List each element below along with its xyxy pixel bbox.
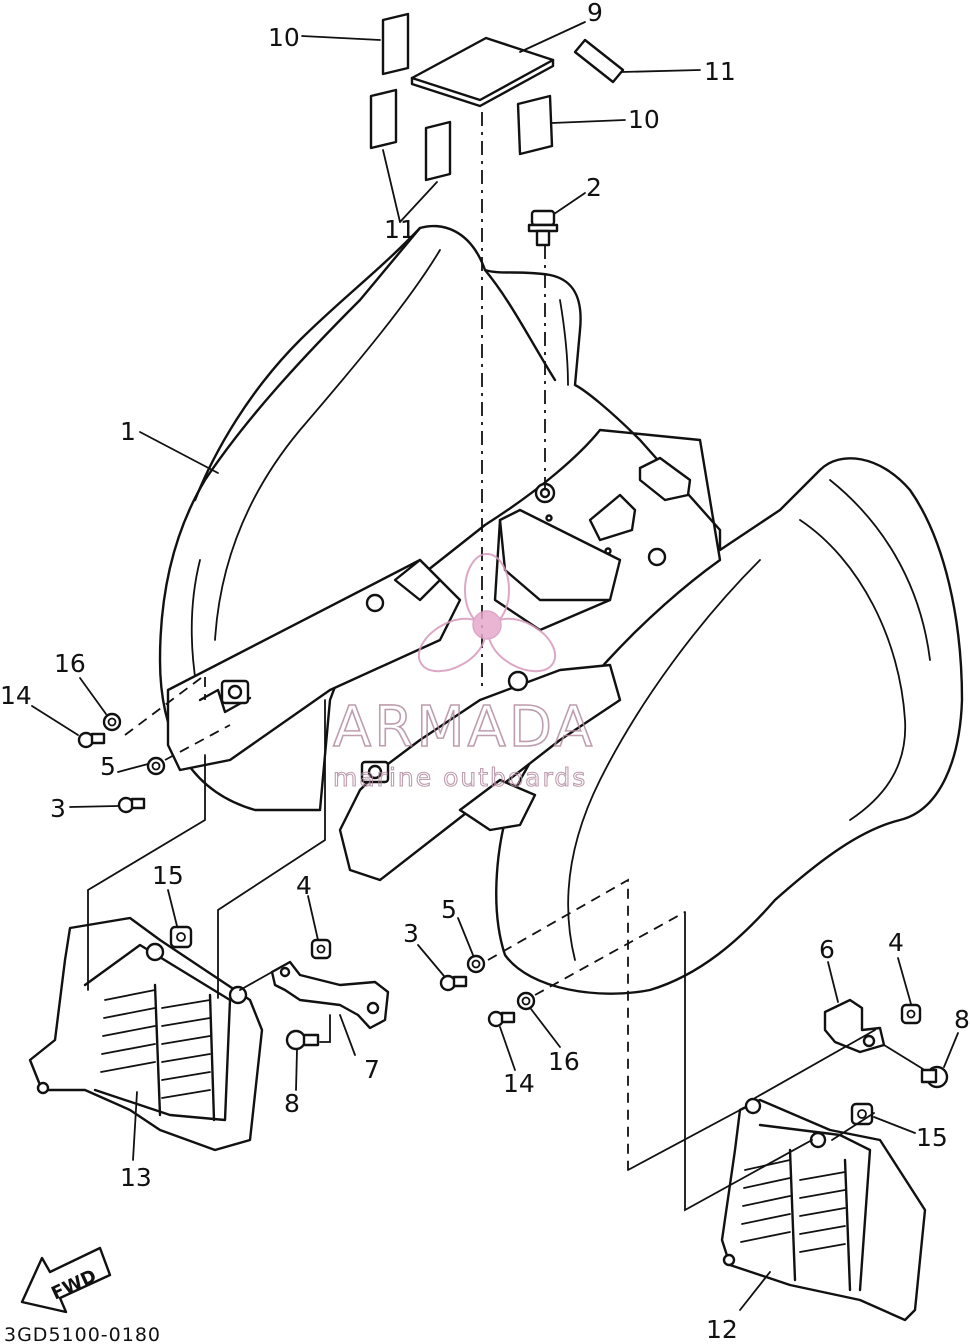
part-11-pad-topright <box>573 38 625 84</box>
part-11-pad-left-a <box>369 88 398 150</box>
callout-16-right: 16 <box>548 1047 580 1076</box>
callout-11-left: 11 <box>384 215 416 244</box>
part-10-pad-left <box>381 12 410 76</box>
leader-lines <box>31 21 959 1311</box>
louvers-right <box>740 1148 852 1292</box>
part-3-screw-right <box>439 974 468 992</box>
callout-14-left: 14 <box>0 681 32 710</box>
callout-10-right: 10 <box>628 105 660 134</box>
watermark-brand: ARMADA <box>333 695 595 760</box>
part-5-washer-left <box>146 756 166 776</box>
callout-6: 6 <box>819 935 835 964</box>
part-15-nut-left <box>169 925 193 949</box>
callout-1: 1 <box>120 417 136 446</box>
callout-3-left: 3 <box>50 794 66 823</box>
watermark-tagline: marine outboards <box>333 763 587 792</box>
part-14-screw-left <box>77 731 106 749</box>
callout-15-left: 15 <box>152 861 184 890</box>
part-code: 3GD5100-0180 <box>4 1324 161 1344</box>
part-8-bolt-right <box>920 1065 949 1089</box>
callout-13: 13 <box>120 1163 152 1192</box>
callout-16-left: 16 <box>54 649 86 678</box>
callout-4-right: 4 <box>888 928 904 957</box>
part-16-washer-right <box>516 991 536 1011</box>
assembly-lines <box>87 112 924 1212</box>
callout-11-right: 11 <box>704 57 736 86</box>
callout-8-left: 8 <box>284 1089 300 1118</box>
part-11-pad-left-b <box>424 120 452 182</box>
part-4-nut-left <box>310 938 332 960</box>
propeller-icon <box>417 553 557 673</box>
callout-2: 2 <box>586 173 602 202</box>
part-13-side-cover-left <box>28 916 264 1152</box>
callout-4-left: 4 <box>296 871 312 900</box>
callout-3-right: 3 <box>403 919 419 948</box>
part-3-screw-left <box>117 796 146 814</box>
part-1-rear-fender <box>158 224 964 995</box>
part-5-washer-right <box>466 954 486 974</box>
part-10-pad-right <box>516 94 554 156</box>
callout-14-right: 14 <box>503 1069 535 1098</box>
callout-5-left: 5 <box>100 752 116 781</box>
part-9-pad <box>410 36 555 108</box>
part-14-screw-right <box>487 1010 516 1028</box>
callout-5-right: 5 <box>441 895 457 924</box>
part-6-bracket <box>823 998 886 1054</box>
callout-10-left: 10 <box>268 23 300 52</box>
callout-15-right: 15 <box>916 1123 948 1152</box>
callout-7: 7 <box>364 1055 380 1084</box>
louvers-left <box>100 983 216 1122</box>
part-12-side-cover-right <box>720 1097 927 1322</box>
callout-8-right: 8 <box>954 1005 970 1034</box>
part-2-bolt <box>527 209 559 247</box>
part-8-bolt-left <box>285 1029 320 1051</box>
part-7-bracket <box>270 960 390 1030</box>
fwd-arrow-icon: FWD <box>20 1246 112 1314</box>
watermark-logo: ARMADA marine outboards <box>332 553 595 793</box>
part-16-washer-left <box>102 712 122 732</box>
callout-12: 12 <box>706 1315 738 1344</box>
part-4-nut-right <box>900 1003 922 1025</box>
callout-9: 9 <box>587 0 603 27</box>
